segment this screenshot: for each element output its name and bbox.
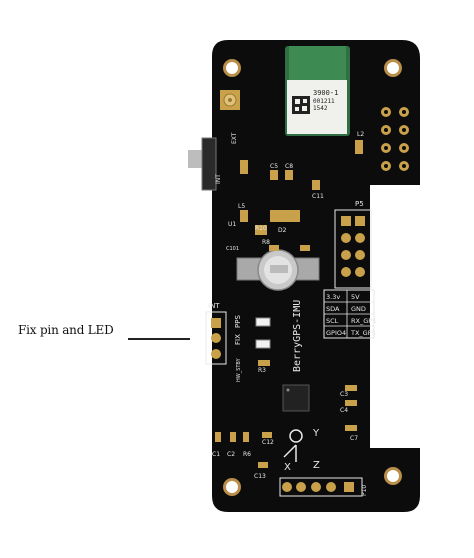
p10-label: P10 — [361, 485, 368, 496]
svg-text:C7: C7 — [350, 435, 358, 442]
svg-text:C1: C1 — [212, 451, 220, 458]
header-p5: P5 — [334, 200, 372, 289]
coin-battery — [236, 249, 320, 291]
pin-table-cell: 5V — [351, 293, 360, 301]
pin-table-cell: SCL — [326, 317, 339, 325]
axis-z: Z — [313, 460, 320, 471]
pps-label: PPS — [234, 315, 242, 328]
svg-text:R6: R6 — [243, 451, 251, 458]
axis-indicator — [283, 429, 303, 462]
stby-label: HW_STBY — [236, 357, 242, 382]
svg-text:R3: R3 — [258, 367, 266, 374]
svg-text:L5: L5 — [238, 203, 245, 210]
component-labels: C1 C2 R6 C13 C12 C7 C4 C3 R8 R3 C8 C5 C1… — [212, 131, 364, 480]
pin-table-cell: GPIO4 — [326, 329, 346, 337]
annotation-label: Fix pin and LED — [18, 323, 114, 337]
smd-components — [215, 140, 363, 468]
led-fix — [255, 339, 271, 349]
svg-text:R10: R10 — [255, 225, 267, 232]
antenna-connector — [220, 90, 240, 110]
pin-table-cell: SDA — [326, 305, 340, 313]
gps-module: 3900-1 001211 1542 — [285, 46, 350, 136]
led-pps — [255, 317, 271, 327]
svg-text:C3: C3 — [340, 391, 348, 398]
svg-text:C2: C2 — [227, 451, 235, 458]
svg-text:C13: C13 — [254, 473, 266, 480]
svg-text:R8: R8 — [262, 239, 270, 246]
svg-text:U1: U1 — [228, 221, 236, 228]
svg-text:C8: C8 — [285, 163, 293, 170]
svg-text:C4: C4 — [340, 407, 348, 414]
p5-label: P5 — [355, 200, 364, 208]
header-p10: P10 — [279, 477, 368, 497]
svg-text:C11: C11 — [312, 193, 324, 200]
pin-table-cell: 3.3v — [326, 293, 340, 301]
svg-text:L2: L2 — [357, 131, 364, 138]
svg-text:C101: C101 — [226, 246, 239, 252]
module-text-2: 001211 — [313, 98, 335, 105]
int-switch-label: INT — [215, 174, 222, 184]
module-text-3: 1542 — [313, 105, 328, 112]
antenna-switch: INT EXT — [188, 132, 238, 191]
pin-table-cell: TX_GPS — [350, 329, 376, 337]
annotation-leader-line — [128, 338, 190, 340]
pin-table-cell: GND — [351, 305, 366, 313]
axis-x: X — [284, 462, 291, 473]
ext-switch-label: EXT — [231, 132, 238, 144]
fix-pps-area: INT FIX PPS HW_STBY — [205, 302, 271, 382]
axis-y: Y — [312, 428, 320, 439]
svg-text:C12: C12 — [262, 439, 274, 446]
svg-text:D2: D2 — [278, 227, 287, 234]
fix-label: FIX — [234, 334, 242, 345]
module-text-1: 3900-1 — [313, 89, 338, 97]
int-label: INT — [208, 302, 220, 310]
mounting-holes — [223, 59, 402, 496]
svg-text:C5: C5 — [270, 163, 278, 170]
qr-code — [292, 96, 310, 114]
pin-table: 3.3v 5V SDA GND SCL RX_GPS GPIO4 TX_GPS — [323, 289, 376, 339]
board-name: BerryGPS-IMU — [292, 300, 303, 372]
pin-table-cell: RX_GPS — [351, 317, 376, 325]
imu-chip — [282, 384, 310, 412]
